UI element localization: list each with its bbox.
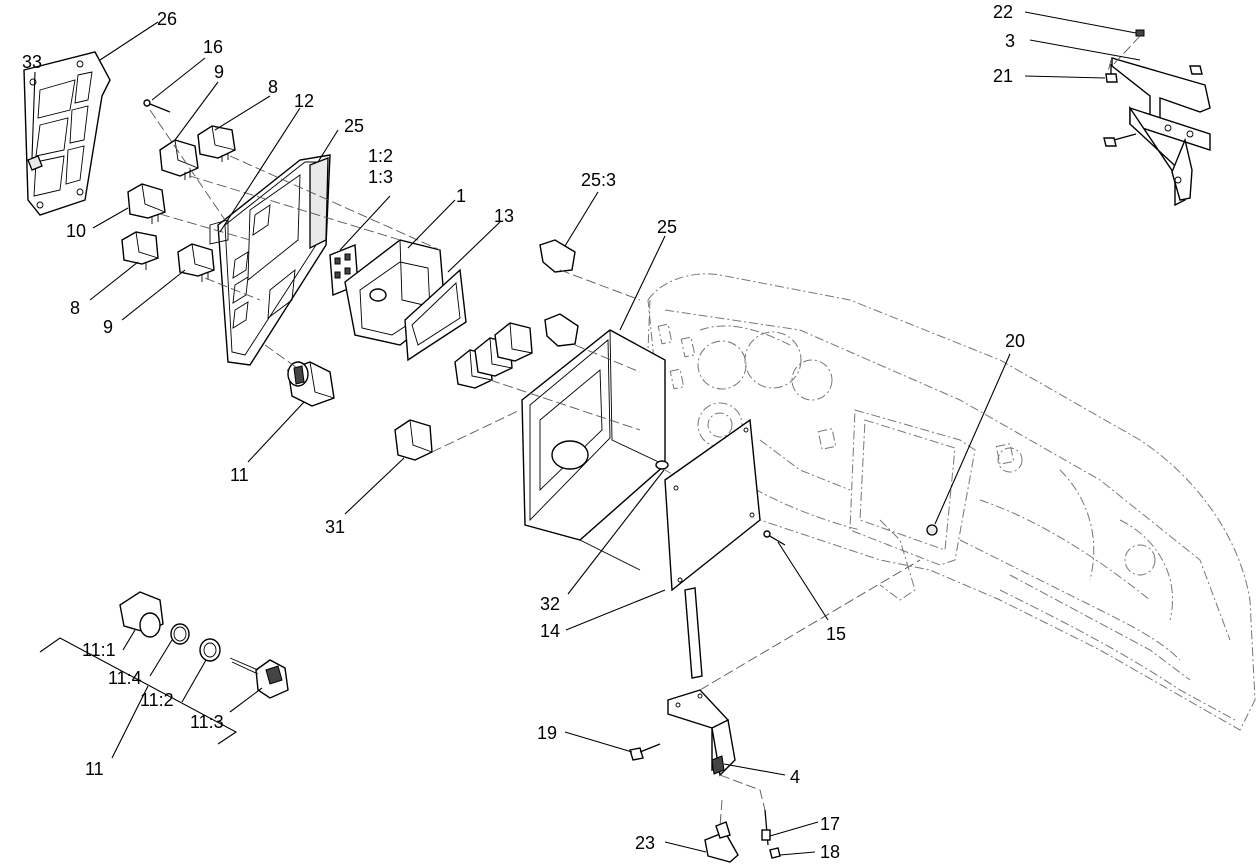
label-9-top: 9	[214, 62, 224, 82]
part-23-handle	[704, 821, 739, 863]
label-8-top: 8	[268, 77, 278, 97]
label-9-bottom: 9	[103, 317, 113, 337]
label-11-assembly: 11	[85, 759, 104, 779]
part-15-screw	[763, 530, 786, 546]
label-25-panel: 25	[344, 116, 364, 136]
part-25-housing	[521, 329, 669, 571]
part-4-bracket	[667, 689, 736, 777]
label-8-bottom: 8	[70, 298, 80, 318]
bracket-assembly-top-right	[1103, 29, 1211, 207]
label-3: 3	[1005, 31, 1015, 51]
label-25-3: 25:3	[581, 170, 616, 190]
switch-parts-group	[121, 125, 236, 282]
label-12: 12	[294, 91, 314, 111]
part-31-relay	[394, 419, 433, 461]
assembly-dashed-lines	[149, 35, 1141, 827]
label-21: 21	[993, 66, 1013, 86]
part-11-exploded	[119, 591, 289, 699]
label-10: 10	[66, 221, 86, 241]
label-33: 33	[22, 52, 42, 72]
label-13: 13	[494, 206, 514, 226]
part-11-key-switch	[287, 361, 335, 407]
label-25-housing: 25	[657, 217, 677, 237]
part-13-gasket	[404, 268, 467, 362]
part-14-plate	[664, 418, 761, 679]
part-33-knob	[27, 155, 43, 171]
label-14: 14	[540, 621, 560, 641]
label-20: 20	[1005, 331, 1025, 351]
part-26-plate	[23, 51, 111, 216]
label-17: 17	[820, 814, 840, 834]
relay-block	[454, 322, 533, 389]
label-11-2: 11:2	[140, 690, 174, 710]
label-4: 4	[790, 767, 800, 787]
part-25-panel	[209, 154, 331, 366]
part-19-bolt	[629, 743, 661, 761]
label-32: 32	[540, 594, 560, 614]
callout-labels: 26 33 16 9 8 12 25 1:2 1:3 1 13 25:3 25 …	[22, 2, 1025, 862]
sub-assembly-stem	[111, 685, 149, 759]
label-26: 26	[157, 9, 177, 29]
part-20-nut	[926, 524, 938, 536]
leader-lines	[31, 11, 1141, 856]
label-11: 11	[230, 465, 249, 485]
sub-assembly-bracket	[39, 637, 238, 745]
part-18-clip	[769, 847, 781, 859]
label-11-4: 11:4	[108, 668, 142, 688]
label-1-2: 1:2	[368, 146, 393, 166]
label-16: 16	[203, 37, 223, 57]
label-19: 19	[537, 723, 557, 743]
part-25-3-clips	[539, 239, 579, 347]
label-11-3: 11:3	[190, 712, 224, 732]
label-18: 18	[820, 842, 840, 862]
label-15: 15	[826, 624, 846, 644]
part-16-screw	[143, 99, 171, 113]
label-1: 1	[456, 186, 466, 206]
label-31: 31	[325, 517, 345, 537]
label-22: 22	[993, 2, 1013, 22]
label-1-3: 1:3	[368, 167, 393, 187]
label-11-1: 11:1	[82, 640, 116, 660]
label-23: 23	[635, 833, 655, 853]
part-17-pin	[761, 809, 771, 846]
